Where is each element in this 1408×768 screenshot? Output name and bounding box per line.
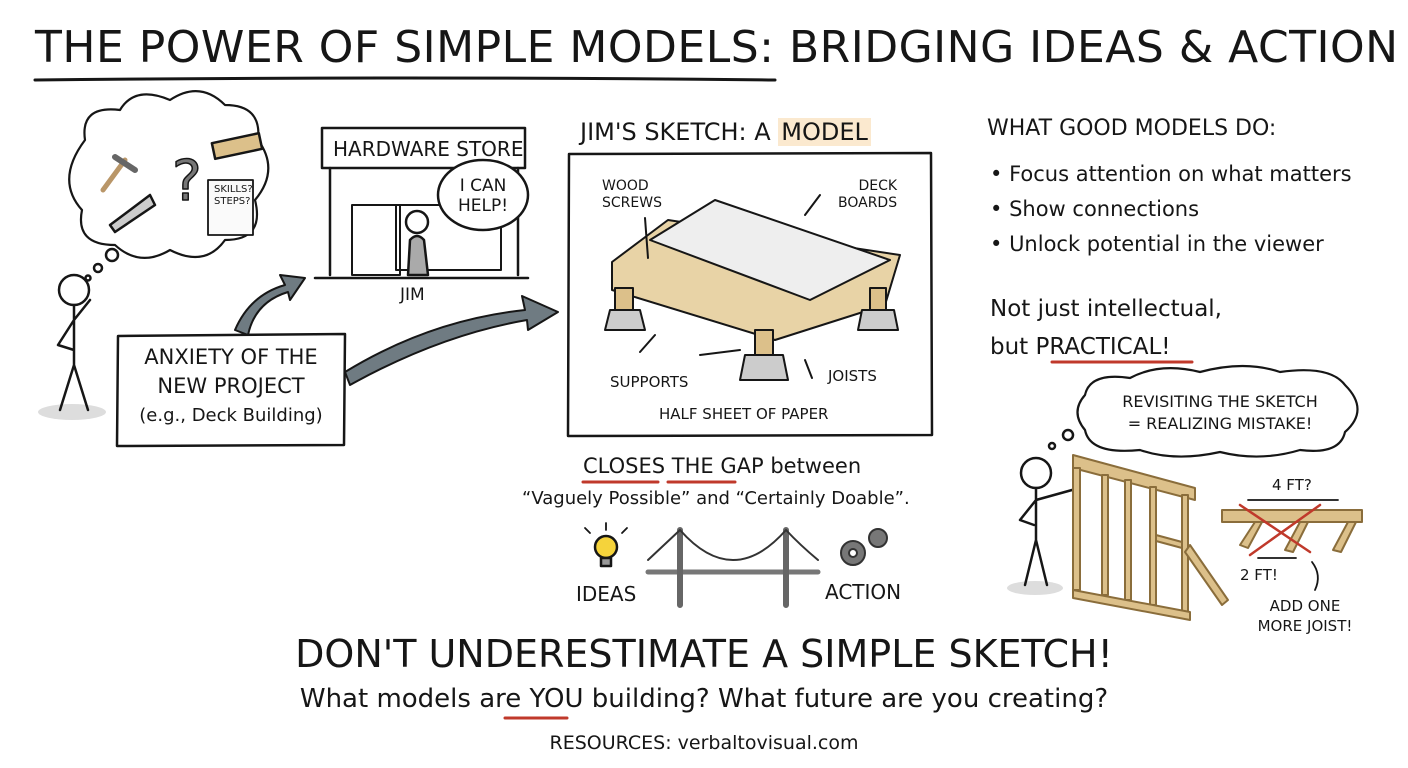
label-deck-boards: DECK BOARDS	[838, 178, 897, 212]
gap-quote: “Vaguely Possible” and “Certainly Doable…	[522, 488, 910, 509]
sketch-title-prefix: JIM'S SKETCH: A	[580, 118, 779, 146]
bullet-item: • Unlock potential in the viewer	[990, 232, 1324, 256]
arrow-to-sketch-icon	[344, 295, 559, 386]
title-part1: THE POWER OF SIMPLE MODELS:	[35, 22, 775, 73]
speech-bubble: I CAN HELP!	[458, 176, 508, 216]
label-wood-screws: WOOD SCREWS	[602, 178, 662, 212]
title-part2: BRIDGING IDEAS & ACTION	[788, 22, 1399, 73]
note-line: ADD ONE	[1269, 597, 1341, 615]
the-gap-word: THE GAP	[671, 454, 764, 478]
concrete-support-icon	[604, 309, 646, 331]
resources-link[interactable]: RESOURCES: verbaltovisual.com	[549, 732, 859, 754]
bullet-text: Unlock potential in the viewer	[1009, 232, 1324, 256]
footer-question: What models are YOU building? What futur…	[0, 684, 1408, 714]
saw-icon	[108, 193, 157, 234]
practical-suffix: !	[1161, 334, 1171, 360]
title-underline	[33, 76, 777, 82]
wall-frame-icon	[1072, 454, 1229, 621]
note-line: MORE JOIST!	[1257, 617, 1353, 635]
add-joist-note: ADD ONE MORE JOIST!	[1250, 596, 1360, 636]
practical-statement: Not just intellectual, but PRACTICAL!	[990, 290, 1222, 366]
label-line: BOARDS	[838, 195, 898, 211]
concrete-support-icon	[739, 354, 789, 381]
bullet-text: Focus attention on what matters	[1009, 162, 1352, 186]
anxiety-line: NEW PROJECT	[157, 374, 305, 398]
store-sign: HARDWARE STORE	[333, 137, 524, 161]
mistake-cloud-text: REVISITING THE SKETCH = REALIZING MISTAK…	[1100, 391, 1340, 435]
anxiety-box-text: ANXIETY OF THE NEW PROJECT (e.g., Deck B…	[117, 343, 345, 430]
question-mark-icon: ?	[172, 149, 202, 214]
note-line: STEPS?	[214, 196, 251, 207]
cloud-line: REVISITING THE SKETCH	[1122, 392, 1318, 411]
stick-figure-thinking-icon	[38, 273, 106, 420]
hammer-icon	[100, 157, 128, 193]
lightbulb-icon	[584, 522, 628, 568]
jim-label: JIM	[400, 285, 425, 305]
practical-prefix: but	[990, 334, 1036, 360]
thought-cloud-icon: ?	[68, 90, 270, 282]
red-x-icon	[1238, 503, 1322, 557]
speech-line: I CAN	[459, 176, 507, 196]
good-models-heading: WHAT GOOD MODELS DO:	[987, 116, 1277, 141]
closes-gap-line: CLOSES THE GAP between	[583, 454, 861, 478]
arrow-to-store-icon	[234, 274, 306, 336]
anxiety-box	[115, 332, 347, 448]
anxiety-line: ANXIETY OF THE	[144, 345, 318, 369]
practical-line: Not just intellectual,	[990, 296, 1222, 322]
deck-drawing-icon	[604, 194, 901, 381]
page-title: THE POWER OF SIMPLE MODELS: BRIDGING IDE…	[35, 22, 1399, 73]
mistake-thought-cloud	[1076, 364, 1359, 458]
closes-word: CLOSES	[583, 454, 666, 478]
checklist-note: SKILLS? STEPS?	[214, 184, 253, 208]
question-prefix: What models are	[299, 684, 530, 714]
hardware-store-icon	[313, 126, 530, 280]
note-line: SKILLS?	[214, 184, 253, 195]
speech-line: HELP!	[458, 196, 509, 216]
footer-headline: DON'T UNDERESTIMATE A SIMPLE SKETCH!	[295, 632, 1113, 676]
practical-line: but PRACTICAL!	[990, 328, 1222, 366]
bridge-icon	[645, 527, 821, 608]
span-label-top: 4 FT?	[1272, 476, 1312, 494]
action-label: ACTION	[825, 580, 902, 604]
good-models-list: • Focus attention on what matters • Show…	[990, 157, 1352, 262]
question-suffix: building? What future are you creating?	[583, 684, 1109, 714]
question-you: YOU	[529, 684, 584, 714]
anxiety-line: (e.g., Deck Building)	[139, 405, 323, 426]
sketch-title-highlight: MODEL	[778, 118, 871, 146]
ideas-label: IDEAS	[576, 582, 637, 606]
checklist-icon	[207, 179, 254, 236]
sketch-frame	[566, 151, 934, 438]
label-supports: SUPPORTS	[610, 373, 689, 391]
bullet-item: • Show connections	[990, 197, 1200, 221]
concrete-support-icon	[857, 309, 899, 331]
joist-diagram-icon	[1221, 509, 1363, 553]
gears-icon	[840, 528, 888, 566]
sketch-title: JIM'S SKETCH: A MODEL	[580, 118, 871, 146]
span-label-bottom: 2 FT!	[1240, 566, 1278, 584]
pointer-arrow-icon	[1311, 561, 1319, 591]
stick-figure-pointing-icon	[1007, 456, 1074, 595]
sketch-caption: HALF SHEET OF PAPER	[659, 405, 829, 423]
lumber-icon	[210, 131, 264, 161]
label-joists: JOISTS	[828, 367, 877, 385]
between-word: between	[770, 454, 862, 478]
bullet-text: Show connections	[1009, 197, 1200, 221]
cloud-line: = REALIZING MISTAKE!	[1127, 414, 1313, 433]
practical-word: PRACTICAL	[1035, 334, 1162, 360]
label-line: DECK	[858, 178, 898, 194]
bullet-item: • Focus attention on what matters	[990, 162, 1352, 186]
label-line: WOOD	[602, 178, 649, 194]
label-line: SCREWS	[602, 195, 662, 211]
